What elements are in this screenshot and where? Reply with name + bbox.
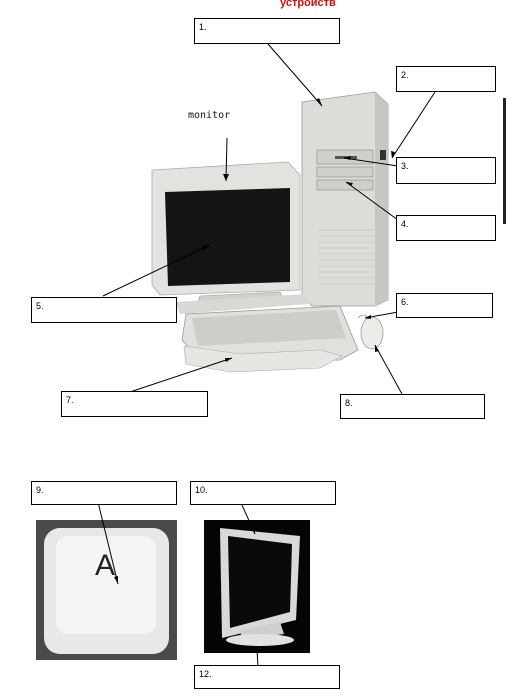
box-number: 9.	[36, 485, 44, 495]
box-number: 7.	[66, 395, 74, 405]
box-number: 6.	[401, 297, 409, 307]
box-number: 1.	[199, 22, 207, 32]
header-text: устройств	[280, 0, 336, 9]
box-number: 8.	[345, 398, 353, 408]
box-number: 12.	[199, 669, 212, 679]
edge-bar	[503, 98, 506, 224]
answer-box-10[interactable]: 10.	[190, 481, 336, 505]
answer-box-12[interactable]: 12.	[194, 665, 340, 689]
key-letter: A	[95, 549, 115, 582]
answer-box-8[interactable]: 8.	[340, 394, 485, 419]
keyboard-image	[181, 305, 359, 373]
mouse-image	[357, 314, 384, 350]
answer-box-7[interactable]: 7.	[61, 391, 208, 417]
box-number: 4.	[401, 219, 409, 229]
answer-box-4[interactable]: 4.	[396, 215, 496, 241]
answer-box-5[interactable]: 5.	[31, 297, 177, 323]
box-number: 3.	[401, 161, 409, 171]
flat-monitor-image	[204, 520, 310, 653]
crt-monitor-image	[151, 161, 310, 314]
answer-box-1[interactable]: 1.	[194, 18, 340, 44]
box-number: 5.	[36, 301, 44, 311]
answer-box-3[interactable]: 3.	[396, 157, 496, 184]
answer-box-6[interactable]: 6.	[396, 293, 493, 318]
system-unit-image	[301, 91, 389, 307]
monitor-label: monitor	[188, 110, 231, 121]
keyboard-key-image	[36, 520, 177, 660]
box-number: 2.	[401, 70, 409, 80]
answer-box-9[interactable]: 9.	[31, 481, 177, 505]
answer-box-2[interactable]: 2.	[396, 66, 496, 92]
box-number: 10.	[195, 485, 208, 495]
